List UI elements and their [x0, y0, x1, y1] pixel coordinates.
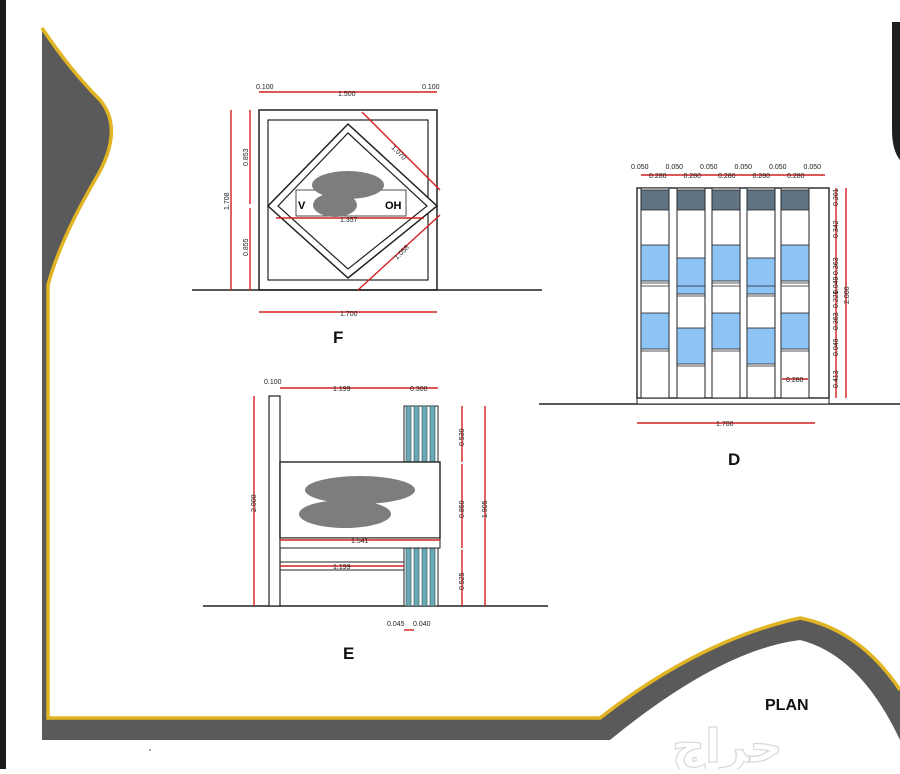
view-e-bottom-dim-1: 0.045	[387, 621, 405, 628]
view-f: V OH 0.100 1.500 0.100 1.708 0.853 0.855…	[192, 84, 542, 347]
view-d-top-width: 0.280	[718, 173, 736, 180]
view-f-left-lower: 0.855	[243, 238, 250, 256]
view-e-sign-width: 1.541	[351, 538, 369, 545]
view-d-top-offset: 0.050	[804, 164, 822, 171]
view-d-glass-panel	[676, 327, 706, 365]
view-d-right-dim: 0.342	[833, 220, 840, 238]
view-d-inner-dim: 0.280	[786, 377, 804, 384]
view-f-sign-width: 1.357	[340, 217, 358, 224]
road-edge-line	[40, 27, 900, 720]
view-d-top-width: 0.280	[753, 173, 771, 180]
view-d-right-dim: 0.413	[833, 370, 840, 388]
view-e-top-dim-2: 1.199	[333, 386, 351, 393]
view-d-glass-panel	[780, 244, 810, 282]
left-border	[0, 0, 6, 769]
view-d-top-width: 0.280	[649, 173, 667, 180]
view-e-right-dim-1: 0.530	[459, 428, 466, 446]
speck	[149, 749, 151, 751]
view-d-top-offset: 0.050	[735, 164, 753, 171]
view-d-glass-panel	[640, 312, 670, 350]
view-d-right-dim: 0.049	[833, 338, 840, 356]
view-f-diag-upper-line	[361, 111, 441, 191]
view-e-bottom-dim-2: 0.040	[413, 621, 431, 628]
view-f-top-dim-1: 0.100	[256, 84, 274, 91]
view-f-dim-lines	[230, 91, 441, 313]
view-d-glass-panel	[746, 257, 776, 295]
view-f-diag-upper: 1.070	[390, 144, 407, 161]
view-d-right-dim: 0.363	[833, 312, 840, 330]
view-d-label: D	[728, 450, 740, 469]
view-f-left-upper: 0.853	[243, 148, 250, 166]
view-d-base	[636, 397, 830, 405]
view-d-column-top-panel	[780, 189, 810, 211]
view-d-columns	[640, 187, 810, 399]
view-e-label: E	[343, 644, 354, 663]
view-d-top-offsets: 0.050 0.050 0.050 0.050 0.050 0.050	[631, 164, 821, 171]
view-d-column-top-panel	[676, 189, 706, 211]
view-d-top-offset: 0.050	[769, 164, 787, 171]
view-d-glass-panel	[711, 312, 741, 350]
view-d-top-offset: 0.050	[666, 164, 684, 171]
view-d-right-dim: 0.221	[833, 290, 840, 308]
view-f-base-width: 1.700	[340, 311, 358, 318]
view-e-right-dim-3: 0.525	[459, 572, 466, 590]
view-f-top-dim-2: 1.500	[338, 91, 356, 98]
view-d-right-total: 2.000	[844, 286, 851, 304]
view-e-top-dim-1: 0.100	[264, 379, 282, 386]
view-e-redaction	[299, 476, 415, 528]
view-d-top-width: 0.280	[787, 173, 805, 180]
view-e-lower-bar: 1.199	[333, 564, 351, 571]
view-d-glass-panel	[746, 327, 776, 365]
view-f-redaction	[312, 171, 384, 217]
view-d-column-top-panel	[640, 189, 670, 211]
view-e-right-dim-2: 0.850	[459, 500, 466, 518]
view-d-top-widths: 0.280 0.280 0.280 0.280 0.280	[649, 173, 805, 180]
view-d-top-offset: 0.050	[700, 164, 718, 171]
view-d-column	[640, 187, 670, 399]
view-f-sign-text-1: V	[298, 200, 306, 212]
plan-label: PLAN	[765, 697, 809, 714]
view-f-left-total: 1.708	[224, 192, 231, 210]
view-f-diag-lower: 1.058	[393, 244, 410, 261]
view-d-column-top-panel	[711, 189, 741, 211]
view-d-dim-lines	[637, 174, 847, 424]
view-d-right-dim: 0.201	[833, 188, 840, 206]
view-e-sign-base	[279, 537, 441, 549]
view-d-top-offset: 0.050	[631, 164, 649, 171]
view-d-glass-panel	[711, 244, 741, 282]
view-e-dim-lines	[253, 387, 486, 631]
view-f-outer-frame	[258, 109, 438, 291]
view-d-column	[711, 187, 741, 399]
view-d-right-dim: 0.049	[833, 276, 840, 294]
view-e-right-total: 1.905	[482, 500, 489, 518]
view-d-glass-panel	[780, 312, 810, 350]
view-f-diamond-inner	[277, 132, 428, 270]
view-f-diag-lower-line	[357, 214, 441, 291]
view-d-base-width: 1.700	[716, 421, 734, 428]
view-e-top-dim-3: 0.300	[410, 386, 428, 393]
road-outline	[40, 27, 900, 740]
view-d-right-dim: 0.363	[833, 257, 840, 275]
view-d-top-width: 0.280	[684, 173, 702, 180]
view-d-glass-panel	[676, 257, 706, 295]
view-d-column	[780, 187, 810, 399]
watermark-logo: حراج	[672, 720, 783, 769]
view-e-left-post	[268, 395, 281, 607]
corner-road	[892, 22, 900, 160]
view-e-left-height: 2.000	[251, 494, 258, 512]
view-f-top-dim-3: 0.100	[422, 84, 440, 91]
view-e: 0.100 1.199 0.300 2.000 1.541 1.199 0.53…	[203, 379, 548, 663]
view-f-sign-text-2: OH	[385, 200, 402, 212]
view-f-label: F	[333, 328, 343, 347]
view-d-column-top-panel	[746, 189, 776, 211]
view-d-glass-panel	[640, 244, 670, 282]
